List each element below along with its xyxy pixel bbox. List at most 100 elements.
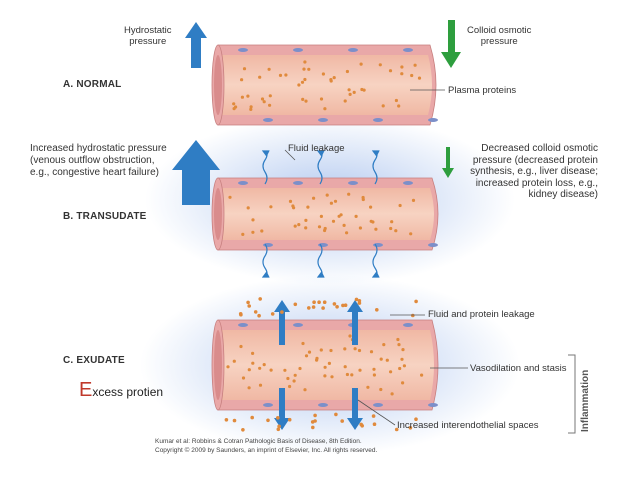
plasma-protein — [398, 366, 402, 371]
plasma-protein — [251, 218, 255, 222]
plasma-protein — [262, 363, 266, 367]
vessel-normal — [211, 44, 438, 126]
endothelial-nucleus — [293, 181, 303, 185]
plasma-protein — [397, 343, 401, 347]
section-c-title: C. EXUDATE — [63, 355, 125, 366]
plasma-protein — [307, 350, 312, 354]
vessel-exudate — [211, 297, 439, 432]
plasma-protein — [246, 94, 250, 98]
plasma-protein — [247, 386, 251, 390]
label-vasodilation: Vasodilation and stasis — [470, 363, 567, 374]
endothelial-nucleus — [238, 48, 248, 52]
leaked-protein — [224, 418, 229, 422]
plasma-protein — [401, 381, 405, 385]
vessel-opening-lumen — [214, 330, 222, 400]
plasma-protein — [239, 344, 243, 349]
plasma-protein — [330, 375, 334, 379]
plasma-protein — [241, 376, 246, 380]
plasma-protein — [323, 374, 327, 378]
leaked-protein — [311, 305, 316, 309]
leaked-protein — [247, 304, 251, 308]
plasma-protein — [304, 218, 308, 222]
leaked-protein — [277, 424, 281, 429]
colloid-arrow — [441, 20, 461, 68]
plasma-protein — [297, 83, 301, 87]
plasma-protein — [315, 356, 319, 360]
plasma-protein — [372, 367, 376, 371]
plasma-protein — [345, 231, 349, 235]
citation-line-2: Copyright © 2009 by Saunders, an imprint… — [155, 447, 378, 454]
note-initial: E — [79, 379, 93, 401]
plasma-protein — [249, 107, 253, 111]
plasma-protein — [382, 343, 386, 347]
plasma-protein — [354, 214, 358, 218]
leaked-protein — [241, 428, 245, 432]
leaked-protein — [258, 297, 263, 301]
plasma-protein — [331, 219, 336, 223]
leaked-protein — [276, 416, 280, 420]
vessel-opening-lumen — [214, 55, 222, 115]
plasma-protein — [400, 72, 404, 76]
plasma-protein — [269, 205, 273, 209]
plasma-protein — [240, 78, 244, 82]
plasma-protein — [300, 80, 305, 84]
plasma-protein — [262, 100, 266, 104]
vessel-transudate — [211, 150, 439, 278]
leaked-protein — [280, 310, 284, 314]
plasma-protein — [291, 204, 295, 208]
plasma-protein — [293, 224, 297, 228]
plasma-protein — [394, 98, 398, 103]
endothelial-nucleus — [403, 48, 413, 52]
plasma-protein — [400, 357, 404, 361]
vessel-lumen — [218, 330, 434, 400]
plasma-protein — [347, 88, 351, 92]
label-plasma-proteins: Plasma proteins — [448, 85, 517, 96]
protein-leak-arrow-up — [274, 300, 290, 345]
plasma-protein — [420, 373, 424, 377]
plasma-protein — [293, 373, 297, 377]
plasma-protein — [288, 384, 292, 389]
section-b-title: B. TRANSUDATE — [63, 211, 147, 222]
plasma-protein — [325, 193, 329, 197]
plasma-protein — [397, 104, 401, 108]
endothelial-nucleus — [348, 48, 358, 52]
plasma-protein — [304, 226, 308, 230]
plasma-protein — [240, 95, 244, 99]
leaked-protein — [307, 306, 311, 310]
plasma-protein — [283, 368, 287, 372]
leaked-protein — [372, 422, 377, 427]
endothelial-nucleus — [318, 118, 328, 122]
plasma-protein — [329, 348, 333, 353]
leaked-protein — [341, 303, 345, 308]
plasma-protein — [251, 361, 255, 365]
leaked-protein — [360, 424, 365, 428]
vessel-lumen — [218, 55, 432, 115]
endothelial-nucleus — [263, 243, 273, 247]
plasma-protein — [401, 348, 405, 352]
plasma-protein — [417, 76, 422, 80]
plasma-protein — [258, 366, 262, 370]
leaked-protein — [232, 418, 237, 423]
leaked-protein — [246, 300, 250, 305]
plasma-protein — [389, 370, 393, 374]
plasma-protein — [353, 347, 357, 351]
plasma-protein — [396, 337, 400, 342]
endothelial-nucleus — [428, 118, 438, 122]
plasma-protein — [278, 73, 283, 77]
leaked-protein — [276, 427, 281, 432]
plasma-protein — [292, 379, 296, 383]
leaked-protein — [266, 418, 270, 423]
plasma-protein — [345, 372, 349, 377]
plasma-protein — [343, 365, 347, 369]
plasma-protein — [333, 199, 338, 203]
plasma-protein — [228, 195, 232, 199]
endothelial-nucleus — [403, 323, 413, 327]
plasma-protein — [394, 229, 398, 233]
plasma-protein — [327, 361, 331, 365]
label-interendothelial: Increased interendothelial spaces — [397, 420, 539, 431]
leaked-protein — [371, 414, 376, 418]
leaked-protein — [354, 297, 359, 302]
plasma-protein — [348, 334, 352, 338]
plasma-protein — [388, 69, 393, 73]
section-a-title: A. NORMAL — [63, 79, 122, 90]
